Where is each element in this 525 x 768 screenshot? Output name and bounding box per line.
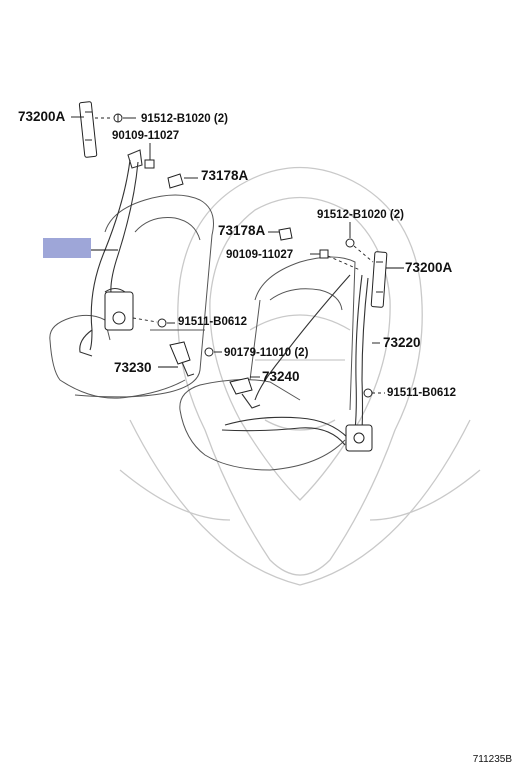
label-73178a-right: 73178A (218, 223, 266, 238)
label-73240: 73240 (262, 369, 300, 384)
bolt-91512-right-icon (345, 238, 355, 248)
label-91511-right: 91511-B0612 (387, 387, 456, 399)
right-seat-belt (221, 251, 388, 452)
label-91511-left: 91511-B0612 (178, 316, 247, 328)
buckle-73230-icon (169, 341, 195, 377)
bolt-90179-icon (204, 347, 214, 357)
watermark-emblem (119, 166, 481, 586)
footer-code: 711235B (473, 754, 513, 765)
label-73178a-left: 73178A (201, 168, 249, 183)
bolt-91512-left-icon (113, 113, 123, 123)
buckle-73240-icon (229, 377, 261, 409)
bolt-91511-left-icon (157, 318, 167, 328)
label-73200a-left: 73200A (18, 109, 66, 124)
cover-73178a-right-icon (278, 227, 293, 241)
label-90109-right: 90109-11027 (226, 249, 293, 261)
nut-90109-right-icon (319, 249, 329, 259)
right-seat-outline (179, 256, 356, 471)
cover-73178a-left-icon (167, 173, 184, 189)
bolt-91511-right-icon (363, 388, 373, 398)
highlight-marker (43, 238, 91, 258)
label-73220: 73220 (383, 335, 421, 350)
label-73200a-right: 73200A (405, 260, 453, 275)
label-91512-right: 91512-B1020 (2) (317, 209, 404, 221)
label-90179: 90179-11010 (2) (224, 347, 309, 359)
left-seat-belt (78, 101, 143, 357)
label-90109-left: 90109-11027 (112, 130, 179, 142)
left-seat-outline (49, 194, 214, 399)
nut-90109-left-icon (144, 159, 155, 169)
label-73230: 73230 (114, 360, 152, 375)
label-91512-left: 91512-B1020 (2) (141, 113, 228, 125)
